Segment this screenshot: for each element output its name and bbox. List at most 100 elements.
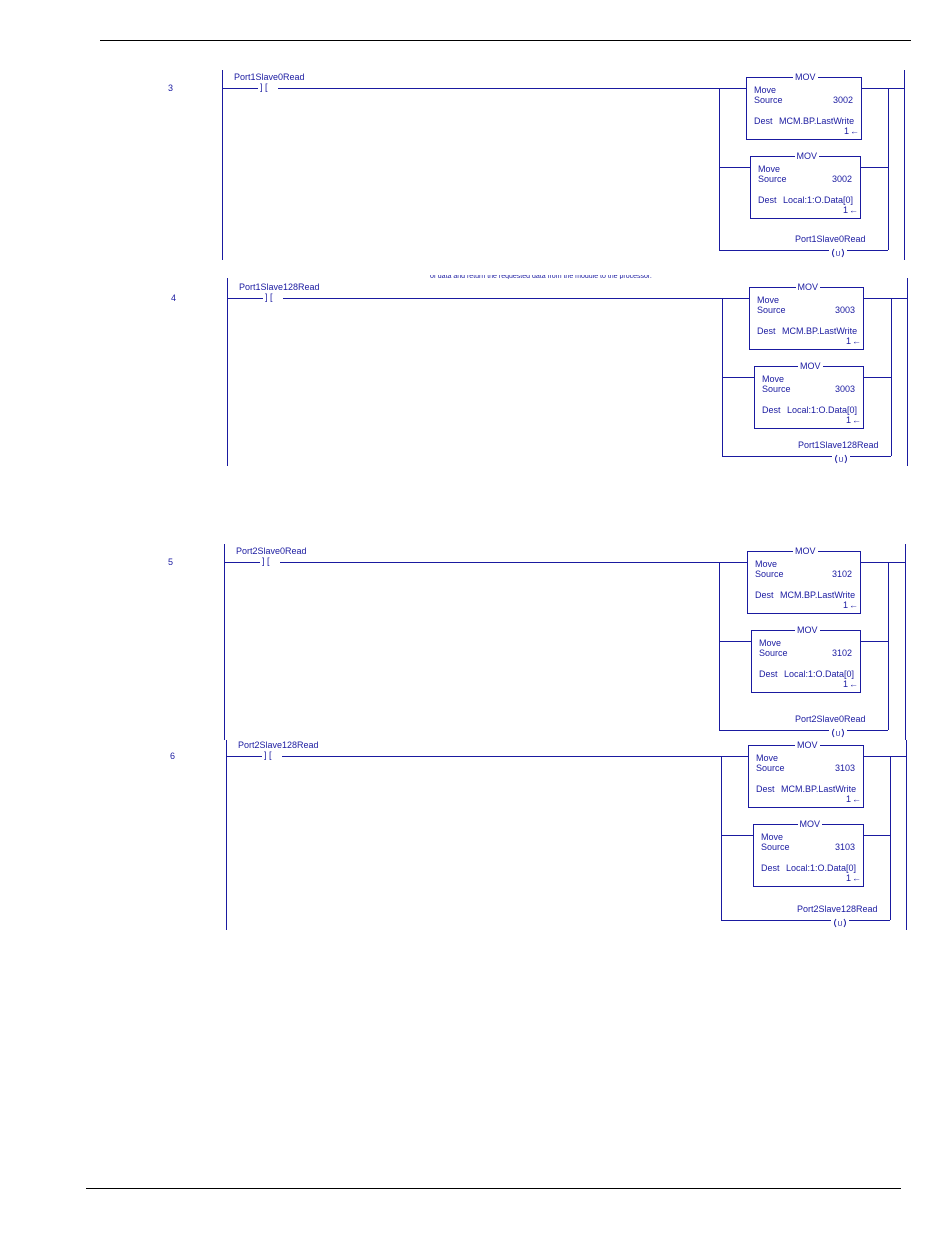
page-footer-rule — [86, 1188, 901, 1189]
coil-tag-label: Port2Slave0Read — [795, 714, 866, 724]
dest-value: 1 — [845, 873, 851, 883]
rung-number: 4 — [171, 293, 177, 303]
rung-wire — [864, 298, 907, 299]
arrow-icon: ← — [852, 873, 861, 883]
dest-value: 1 — [845, 336, 851, 346]
dest-label: Dest — [755, 590, 774, 600]
dest-tag: Local:1:O.Data[0] — [784, 669, 855, 679]
rung-wire — [719, 167, 750, 168]
arrow-icon: ← — [849, 600, 858, 610]
rung-number: 5 — [168, 557, 174, 567]
rung-wire — [721, 920, 890, 921]
rung-wire — [280, 562, 719, 563]
dest-label: Dest — [758, 195, 777, 205]
mov-block-title: MOV — [795, 282, 821, 292]
mov-block-title: MOV — [793, 546, 818, 556]
rung-number: 3 — [168, 83, 174, 93]
source-label: Source — [756, 763, 785, 773]
left-power-rail — [224, 544, 225, 740]
source-value: 3003 — [834, 384, 855, 394]
arrow-icon: ← — [850, 126, 859, 136]
clipped-description-text: of data and return the requested data fr… — [430, 275, 652, 279]
contact-tag-label: Port2Slave128Read — [238, 740, 319, 750]
rung-wire — [719, 730, 888, 731]
mov-block-title: MOV — [795, 625, 820, 635]
rung-wire — [722, 298, 749, 299]
output-unlatch-coil-icon[interactable]: U — [829, 245, 847, 258]
mov-block-name: Move — [757, 295, 780, 305]
rung-wire — [282, 756, 721, 757]
source-label: Source — [757, 305, 786, 315]
source-label: Source — [759, 648, 788, 658]
rung-wire — [861, 641, 888, 642]
dest-tag: MCM.BP.LastWrite — [780, 590, 856, 600]
dest-value: 1 — [843, 126, 849, 136]
source-label: Source — [754, 95, 783, 105]
mov-block-name: Move — [762, 374, 785, 384]
examine-if-closed-contact[interactable]: ] [ — [265, 292, 273, 302]
source-label: Source — [755, 569, 784, 579]
output-unlatch-coil-icon[interactable]: U — [831, 915, 849, 928]
dest-label: Dest — [759, 669, 778, 679]
dest-tag: Local:1:O.Data[0] — [783, 195, 854, 205]
svg-text:U: U — [835, 731, 840, 738]
branch-left-leg — [721, 756, 722, 920]
coil-tag-label: Port1Slave0Read — [795, 234, 866, 244]
dest-value: 1 — [845, 415, 851, 425]
svg-text:U: U — [838, 457, 843, 464]
contact-tag-label: Port1Slave0Read — [234, 72, 305, 82]
branch-left-leg — [719, 562, 720, 730]
contact-tag-label: Port2Slave0Read — [236, 546, 307, 556]
dest-label: Dest — [757, 326, 776, 336]
branch-right-leg — [890, 756, 891, 920]
output-unlatch-coil-icon[interactable]: U — [832, 451, 850, 464]
mov-block-title: MOV — [795, 740, 820, 750]
arrow-icon: ← — [852, 415, 861, 425]
branch-right-leg — [888, 562, 889, 730]
rung-wire — [722, 456, 891, 457]
examine-if-closed-contact[interactable]: ] [ — [262, 556, 270, 566]
rung-wire — [283, 298, 722, 299]
mov-block-title: MOV — [793, 72, 818, 82]
rung-wire — [719, 562, 747, 563]
arrow-icon: ← — [852, 794, 861, 804]
coil-tag-label: Port1Slave128Read — [798, 440, 879, 450]
mov-block-title: MOV — [797, 819, 823, 829]
coil-tag-label: Port2Slave128Read — [797, 904, 878, 914]
dest-tag: Local:1:O.Data[0] — [786, 863, 857, 873]
rung-wire — [721, 756, 748, 757]
dest-tag: MCM.BP.LastWrite — [781, 784, 857, 794]
source-value: 3103 — [834, 842, 855, 852]
rung-wire — [222, 88, 258, 89]
dest-tag: MCM.BP.LastWrite — [779, 116, 855, 126]
source-label: Source — [761, 842, 790, 852]
dest-label: Dest — [754, 116, 773, 126]
mov-block-name: Move — [758, 164, 781, 174]
source-label: Source — [758, 174, 787, 184]
examine-if-closed-contact[interactable]: ] [ — [260, 82, 268, 92]
left-power-rail — [227, 278, 228, 466]
examine-if-closed-contact[interactable]: ] [ — [264, 750, 272, 760]
right-power-rail — [907, 278, 908, 466]
output-unlatch-coil-icon[interactable]: U — [829, 725, 847, 738]
dest-label: Dest — [762, 405, 781, 415]
dest-value: 1 — [842, 679, 848, 689]
right-power-rail — [904, 70, 905, 260]
rung-wire — [864, 835, 890, 836]
dest-label: Dest — [756, 784, 775, 794]
dest-tag: MCM.BP.LastWrite — [782, 326, 858, 336]
mov-block-title: MOV — [798, 361, 823, 371]
rung-wire — [861, 167, 888, 168]
rung-number: 6 — [170, 751, 176, 761]
source-value: 3002 — [832, 95, 853, 105]
branch-left-leg — [719, 88, 720, 250]
branch-right-leg — [891, 298, 892, 456]
